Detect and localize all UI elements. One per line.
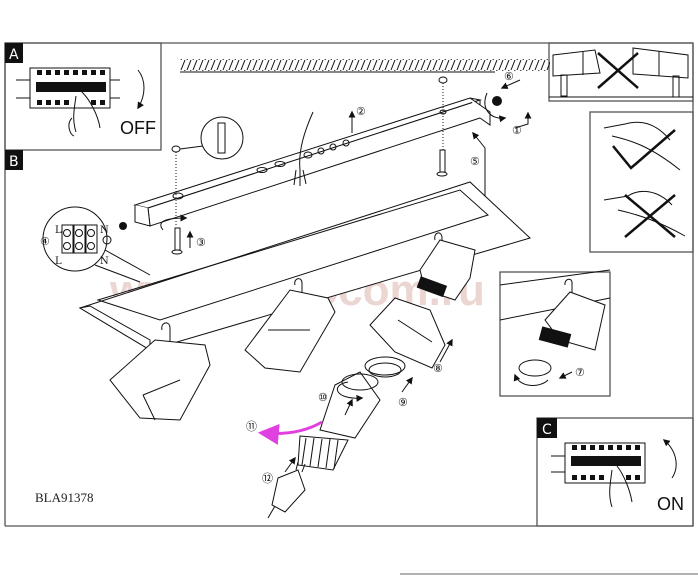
terminal-label-n-top: N	[100, 225, 109, 236]
section-b-badge: B	[5, 150, 23, 170]
power-cable-icon	[293, 111, 314, 186]
model-code: BLA91378	[35, 490, 94, 505]
hand-icon	[609, 465, 633, 508]
screw-icon	[119, 96, 502, 255]
step-8-label: ⑧	[433, 362, 443, 375]
section-c-letter: C	[542, 422, 552, 438]
earth-ground-icon	[102, 235, 112, 245]
ring-removal-detail-panel: ⑦	[499, 269, 611, 397]
spot-head-4-exploded	[369, 297, 446, 369]
section-a-panel: A OFF	[4, 42, 162, 151]
terminal-block-detail: L L N N ④	[40, 206, 151, 283]
socket-icon	[297, 435, 349, 471]
check-icon	[612, 129, 676, 170]
lamp-base-tray	[78, 181, 531, 351]
warning-bulb-handling-panel	[589, 111, 694, 253]
switch-on-label: ON	[657, 494, 684, 514]
halogen-bulb-icon	[267, 461, 306, 519]
ceiling-hatch	[180, 59, 550, 71]
step-11-label: ⑪	[246, 420, 257, 433]
step-4-label: ④	[40, 235, 50, 248]
step-7-label: ⑦	[575, 366, 585, 379]
step-markers-lower: ⑧ ⑨ ⑩ ⑪ ⑫	[246, 338, 453, 485]
spot-head-2	[244, 278, 336, 373]
step-2-label: ②	[356, 105, 366, 118]
circuit-breaker-panel-icon	[551, 442, 646, 484]
step-9-label: ⑨	[398, 396, 408, 409]
step-10-label: ⑩	[318, 391, 328, 404]
terminal-label-l-top: L	[55, 225, 62, 236]
step-6-label: ⑥	[504, 70, 514, 83]
rotate-up-arrow-icon	[662, 439, 677, 479]
step-1-label: ①	[512, 124, 522, 137]
spot-head-1	[109, 322, 211, 421]
ring-nut-icon	[364, 356, 406, 378]
section-b-letter: B	[9, 154, 19, 170]
hand-with-tissue-icon	[603, 121, 681, 171]
warning-do-not-tilt-panel	[548, 42, 694, 102]
step-markers: ② ③ ① ⑥ ⑤	[160, 70, 532, 249]
circuit-breaker-panel-icon	[16, 67, 120, 109]
terminal-label-n-bottom: N	[100, 256, 109, 267]
wall-plug-detail-icon	[171, 76, 448, 225]
remove-arrow-highlight-icon	[257, 420, 323, 445]
terminal-label-l-bottom: L	[55, 256, 62, 267]
section-a-letter: A	[9, 47, 19, 63]
section-c-panel: C ON	[536, 417, 694, 527]
hand-icon	[68, 91, 101, 137]
rotate-down-arrow-icon	[137, 69, 145, 110]
mounting-bracket	[133, 97, 491, 227]
step-5-label: ⑤	[470, 155, 480, 168]
switch-off-label: OFF	[120, 118, 156, 138]
spot-head-3	[416, 232, 476, 301]
step-12-label: ⑫	[262, 472, 273, 485]
step-3-label: ③	[196, 236, 206, 249]
section-a-badge	[5, 43, 23, 63]
